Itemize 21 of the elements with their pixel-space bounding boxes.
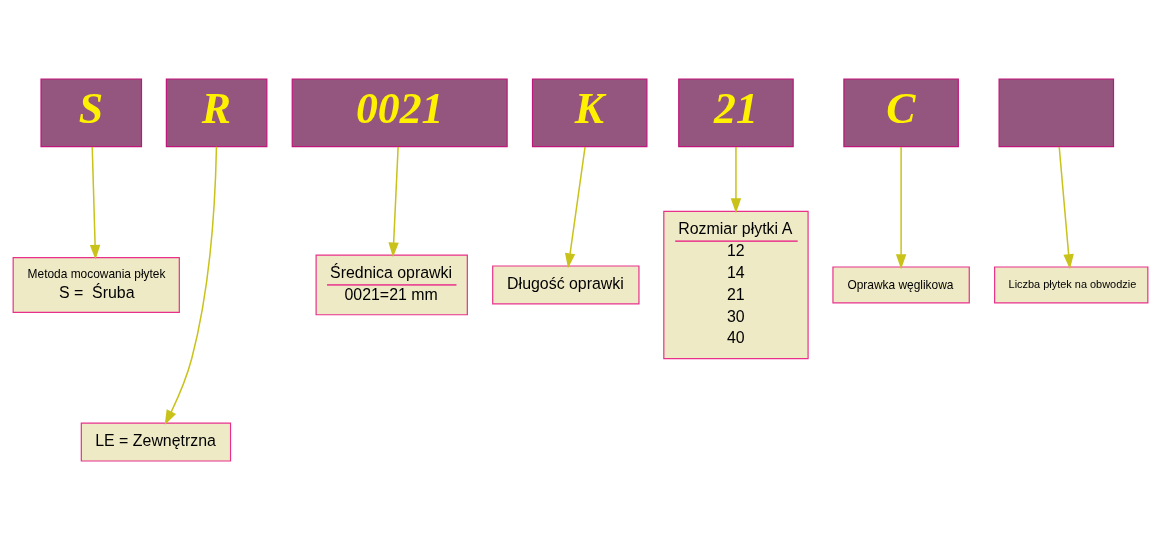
arrow bbox=[1058, 146, 1074, 270]
node-box: LE = Zewnętrzna bbox=[80, 422, 232, 462]
arrow bbox=[388, 146, 399, 258]
node-box: Średnica oprawki 0021=21 mm bbox=[315, 254, 468, 316]
node-box: Rozmiar płytki A 12 14 21 30 40 bbox=[663, 210, 809, 360]
node-box: 0021 bbox=[291, 78, 508, 148]
node-box: K bbox=[531, 78, 648, 148]
arrow bbox=[164, 146, 218, 426]
node-box: Długość oprawki bbox=[492, 265, 640, 305]
arrow bbox=[564, 146, 586, 269]
arrow bbox=[895, 146, 907, 270]
arrow bbox=[730, 146, 742, 214]
node-box: Oprawka węglikowa bbox=[832, 266, 970, 304]
node-box: S bbox=[40, 78, 143, 148]
node-box: C bbox=[843, 78, 959, 148]
node-box: Liczba płytek na obwodzie bbox=[994, 266, 1149, 304]
node-box: R bbox=[165, 78, 268, 148]
node-box: Metoda mocowania płytek S = Śruba bbox=[12, 256, 180, 313]
node-box: 21 bbox=[678, 78, 794, 148]
node-box bbox=[998, 78, 1115, 148]
arrow bbox=[89, 146, 101, 260]
